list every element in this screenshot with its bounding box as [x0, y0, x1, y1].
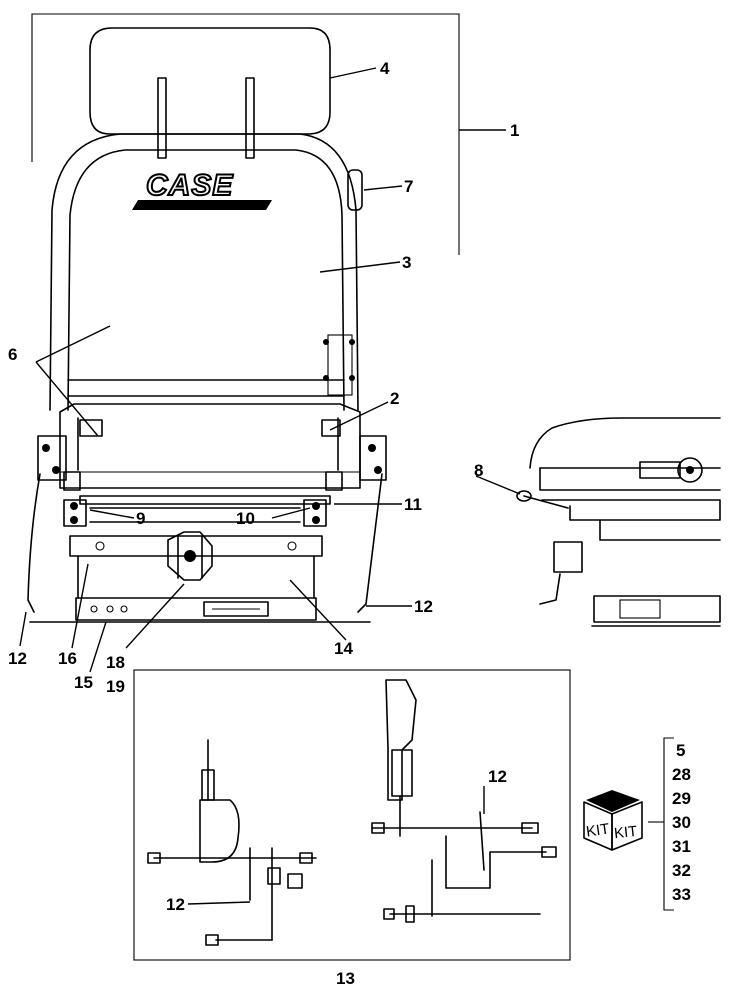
- callout-12: 12: [414, 597, 433, 616]
- kit-item: 5: [676, 741, 685, 760]
- callout-3: 3: [402, 253, 411, 272]
- callout-1: 1: [510, 121, 519, 140]
- seat-side-brackets: [37, 435, 387, 491]
- callout-18: 18: [106, 653, 125, 672]
- backrest: [49, 133, 359, 411]
- kit-label-right: KIT: [613, 823, 638, 842]
- seat-cushion: [59, 403, 361, 489]
- callout-13: 13: [336, 969, 355, 988]
- callout-2: 2: [390, 389, 399, 408]
- callout-12: 12: [166, 895, 185, 914]
- callout-19: 19: [106, 677, 125, 696]
- kit-label-left: KIT: [585, 820, 610, 840]
- kit-item: 29: [672, 789, 691, 808]
- callout-12: 12: [488, 767, 507, 786]
- slide-rails: [63, 495, 331, 527]
- inset-frame: [133, 669, 571, 961]
- inset-right-mechanism: [371, 679, 557, 923]
- brand-logo-text: CASE: [146, 169, 233, 202]
- weight-adjust-knob: [167, 531, 213, 581]
- callout-12: 12: [8, 649, 27, 668]
- callout-14: 14: [334, 639, 353, 658]
- brand-logo: CASE: [132, 168, 272, 210]
- callout-labels: 1 4 7 3 6 2 8 11 9 10 12 12 16 18 14 15 …: [8, 59, 519, 988]
- inset-left-mechanism: [147, 739, 317, 946]
- callout-16: 16: [58, 649, 77, 668]
- callout-6: 6: [8, 345, 17, 364]
- kit-item: 32: [672, 861, 691, 880]
- headrest: [89, 27, 331, 159]
- callout-7: 7: [404, 177, 413, 196]
- assembly-bracket: [31, 13, 506, 255]
- side-rods: [27, 473, 383, 613]
- callout-11: 11: [404, 495, 422, 514]
- suspension-base: [29, 535, 371, 623]
- callout-10: 10: [236, 509, 255, 528]
- lumbar-knob: [347, 169, 363, 211]
- leader-lines: [19, 67, 521, 905]
- kit-items-list: 5 28 29 30 31 32 33: [648, 737, 691, 911]
- kit-item: 30: [672, 813, 691, 832]
- kit-item: 31: [672, 837, 691, 856]
- side-view: [516, 417, 721, 627]
- kit-item: 33: [672, 885, 691, 904]
- callout-9: 9: [136, 509, 145, 528]
- kit-icon: KIT KIT: [583, 790, 643, 851]
- callout-4: 4: [380, 59, 390, 78]
- callout-8: 8: [474, 461, 483, 480]
- kit-item: 28: [672, 765, 691, 784]
- callout-15: 15: [74, 673, 93, 692]
